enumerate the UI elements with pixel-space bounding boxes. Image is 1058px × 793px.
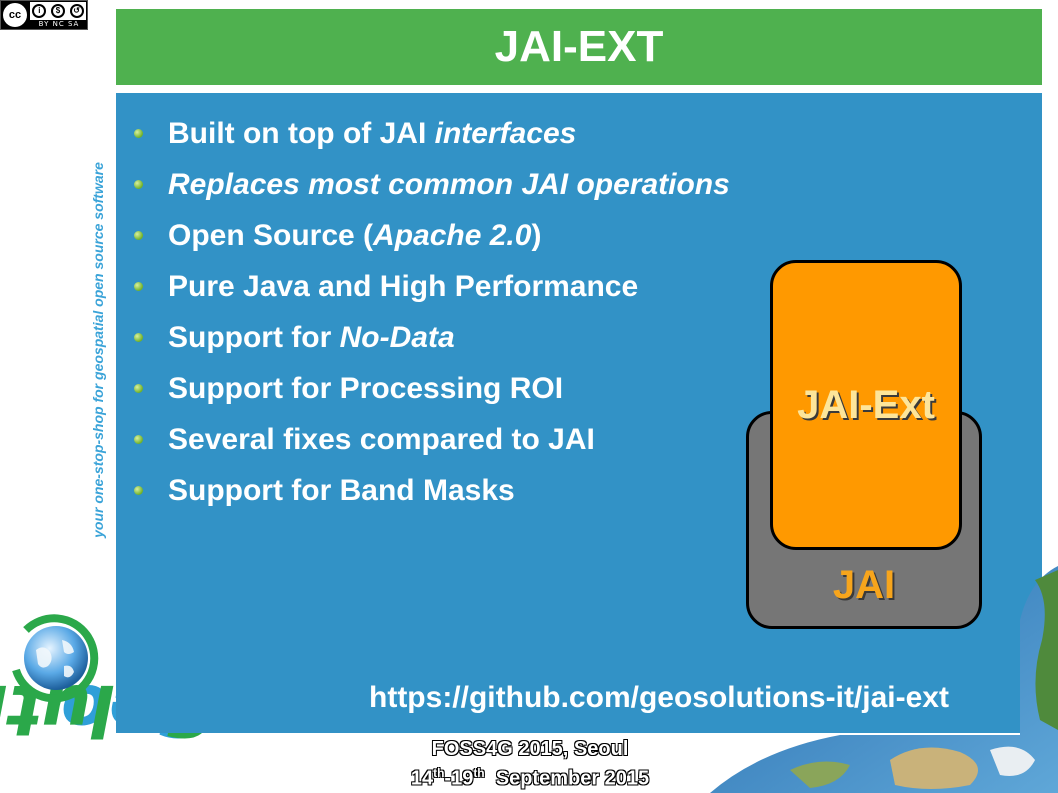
footer-date-start-sup: th xyxy=(433,766,445,780)
logo-tagline: your one-stop-shop for geospatial open s… xyxy=(90,162,106,538)
jai-ext-layer-box xyxy=(770,260,962,550)
bullet-item: Built on top of JAI interfaces xyxy=(128,115,768,152)
bullet-item: Support for No-Data xyxy=(128,319,768,356)
bullet-dot-icon xyxy=(134,282,143,291)
bullet-text: Support for Band Masks xyxy=(168,474,515,507)
footer-date: 14th-19th September 2015 xyxy=(330,761,730,791)
bullet-text: Support for Processing ROI xyxy=(168,372,564,405)
bullet-item: Pure Java and High Performance xyxy=(128,268,768,305)
bullet-dot-icon xyxy=(134,333,143,342)
sa-icon: ↺ xyxy=(69,4,84,18)
bullet-text: No-Data xyxy=(339,321,455,354)
license-icons: i $ ↺ xyxy=(30,2,86,20)
footer-date-start: 14 xyxy=(410,767,434,790)
bullet-item: Support for Band Masks xyxy=(128,472,768,509)
cc-license-badge[interactable]: cc i $ ↺ BY NC SA xyxy=(0,0,88,30)
bullet-dot-icon xyxy=(134,384,143,393)
by-icon: i xyxy=(32,4,47,18)
bullet-item: Open Source (Apache 2.0) xyxy=(128,217,768,254)
jai-ext-label: JAI-Ext xyxy=(797,383,935,427)
footer: FOSS4G 2015, Seoul 14th-19th September 2… xyxy=(330,737,730,791)
footer-event: FOSS4G 2015, Seoul xyxy=(431,738,629,760)
title-bar: JAI-EXT xyxy=(116,9,1042,85)
globe-icon xyxy=(12,614,99,703)
bullet-text: Built on top of JAI xyxy=(168,117,435,150)
bullet-dot-icon xyxy=(134,180,143,189)
bullet-text: interfaces xyxy=(434,117,577,150)
slide-title: JAI-EXT xyxy=(494,22,664,71)
github-url-link[interactable]: https://github.com/geosolutions-it/jai-e… xyxy=(369,681,949,714)
bullet-item: Support for Processing ROI xyxy=(128,370,768,407)
bullet-text: Several fixes compared to JAI xyxy=(168,423,595,456)
jai-label: JAI xyxy=(832,563,896,607)
footer-date-end: -19 xyxy=(444,767,474,790)
logo-tagline-wrap: your one-stop-shop for geospatial open s… xyxy=(90,162,106,538)
world-map-image xyxy=(710,566,1058,793)
bullet-text: Support for xyxy=(168,321,340,354)
bullet-dot-icon xyxy=(134,435,143,444)
bullet-dot-icon xyxy=(134,486,143,495)
cc-icon: cc xyxy=(3,3,27,27)
bullet-text: Open Source ( xyxy=(168,219,374,252)
bullet-text: ) xyxy=(531,219,542,252)
bullet-item: Replaces most common JAI operations xyxy=(128,166,768,203)
bullet-text: Pure Java and High Performance xyxy=(168,270,639,303)
bullet-dot-icon xyxy=(134,231,143,240)
bullet-text: Apache 2.0 xyxy=(373,219,532,252)
license-text: BY NC SA xyxy=(38,20,80,28)
bullet-text: Replaces most common JAI operations xyxy=(168,168,730,201)
nc-icon: $ xyxy=(50,4,65,18)
footer-date-month: September 2015 xyxy=(484,767,650,790)
bullet-item: Several fixes compared to JAI xyxy=(128,421,768,458)
footer-date-end-sup: th xyxy=(473,766,485,780)
bullet-dot-icon xyxy=(134,129,143,138)
geosolutions-logo: GeoSolutions xyxy=(0,500,214,751)
